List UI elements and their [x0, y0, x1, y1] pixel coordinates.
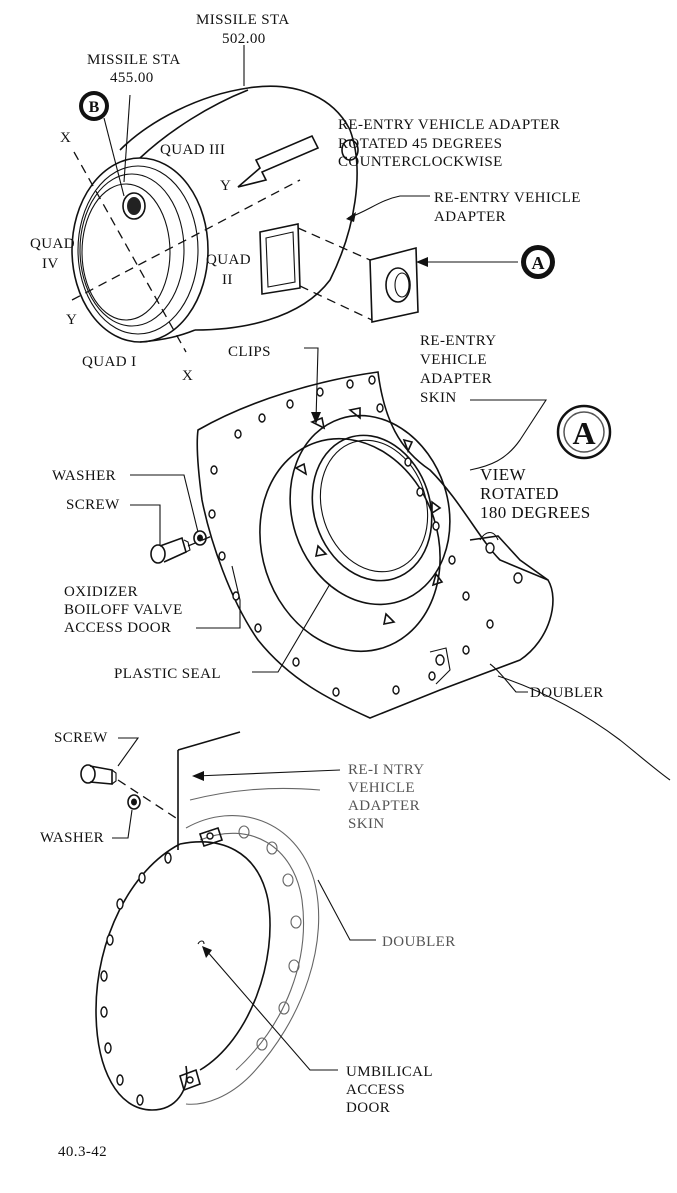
sta-455-leader — [123, 94, 131, 183]
axis-x-top-label: X — [60, 130, 71, 146]
missile-sta-455-value: 455.00 — [110, 70, 154, 86]
plastic-seal-leader — [252, 583, 331, 673]
axis-y-right-label: Y — [220, 178, 231, 194]
doubler-leader-2 — [317, 879, 376, 941]
washer-label-1: WASHER — [52, 468, 116, 484]
quad-i-label: QUAD I — [82, 354, 136, 370]
doubler-label-2: DOUBLER — [382, 934, 456, 950]
screw-leader-2 — [117, 737, 140, 767]
rv-skin-1-line-1: RE-ENTRY — [420, 333, 497, 349]
clips-leader — [304, 347, 319, 421]
rotated-note-line-3: COUNTERCLOCKWISE — [338, 154, 503, 170]
umbilical-line-1: UMBILICAL — [346, 1064, 433, 1080]
missile-sta-502-value: 502.00 — [222, 31, 266, 47]
callout-a-small-badge: A — [521, 245, 555, 279]
rv-skin-2-line-3: ADAPTER — [348, 798, 420, 814]
callout-b-badge: B — [79, 91, 109, 121]
adapter-cone-drawing — [71, 85, 518, 353]
screw-washer-bottom — [80, 764, 177, 819]
figure-number: 40.3-42 — [58, 1144, 107, 1160]
quad-iii-label: QUAD III — [160, 142, 225, 158]
rotated-note-line-2: ROTATED 45 DEGREES — [338, 136, 502, 152]
callout-b-label: B — [89, 99, 100, 116]
ox-door-line-3: ACCESS DOOR — [64, 620, 171, 636]
rv-adapter-label-2: ADAPTER — [434, 209, 506, 225]
screw-washer-middle — [150, 530, 213, 564]
callout-b-leader — [103, 117, 125, 197]
rotated-note-line-1: RE-ENTRY VEHICLE ADAPTER — [338, 117, 560, 133]
quad-iv-label-2: IV — [42, 256, 59, 272]
washer-leader-1 — [130, 474, 199, 533]
rv-skin-leader-2 — [195, 769, 341, 777]
callout-a-large-label: A — [572, 415, 595, 451]
umbilical-line-3: DOOR — [346, 1100, 390, 1116]
umbilical-leader — [205, 949, 338, 1071]
missile-sta-455-label: MISSILE STA — [87, 52, 181, 68]
quad-ii-label-2: II — [222, 272, 233, 288]
rv-adapter-label-1: RE-ENTRY VEHICLE — [434, 190, 581, 206]
view-rotated-line-2: ROTATED — [480, 484, 559, 503]
quad-iv-label-1: QUAD — [30, 236, 75, 252]
axis-y-left-label: Y — [66, 312, 77, 328]
axis-x-bottom-label: X — [182, 368, 193, 384]
rv-skin-1-line-2: VEHICLE — [420, 352, 487, 368]
ox-door-line-1: OXIDIZER — [64, 584, 138, 600]
rv-skin-leader-1 — [469, 399, 548, 471]
clips-label: CLIPS — [228, 344, 271, 360]
umbilical-line-2: ACCESS — [346, 1082, 405, 1098]
view-rotated-line-3: 180 DEGREES — [480, 503, 591, 522]
missile-sta-502-label: MISSILE STA — [196, 12, 290, 28]
view-rotated-line-1: VIEW — [480, 465, 527, 484]
rv-skin-1-line-4: SKIN — [420, 390, 457, 406]
washer-leader-2 — [112, 809, 133, 839]
screw-label-2: SCREW — [54, 730, 108, 746]
doubler-leader-1 — [489, 663, 528, 693]
screw-leader-1 — [130, 504, 161, 546]
callout-a-large-badge: A — [556, 404, 612, 460]
ox-door-line-2: BOILOFF VALVE — [64, 602, 183, 618]
washer-label-2: WASHER — [40, 830, 104, 846]
umbilical-door-drawing — [95, 731, 321, 1111]
ox-door-leader — [196, 565, 241, 629]
oxidizer-door-drawing — [196, 371, 671, 781]
rv-skin-2-line-1: RE-I NTRY — [348, 762, 425, 778]
rv-skin-2-line-2: VEHICLE — [348, 780, 415, 796]
quad-ii-label-1: QUAD — [206, 252, 251, 268]
doubler-label-1: DOUBLER — [530, 685, 604, 701]
callout-a-small-label: A — [532, 253, 545, 273]
screw-label-1: SCREW — [66, 497, 120, 513]
rv-skin-2-line-4: SKIN — [348, 816, 385, 832]
plastic-seal-label: PLASTIC SEAL — [114, 666, 221, 682]
rv-skin-1-line-3: ADAPTER — [420, 371, 492, 387]
